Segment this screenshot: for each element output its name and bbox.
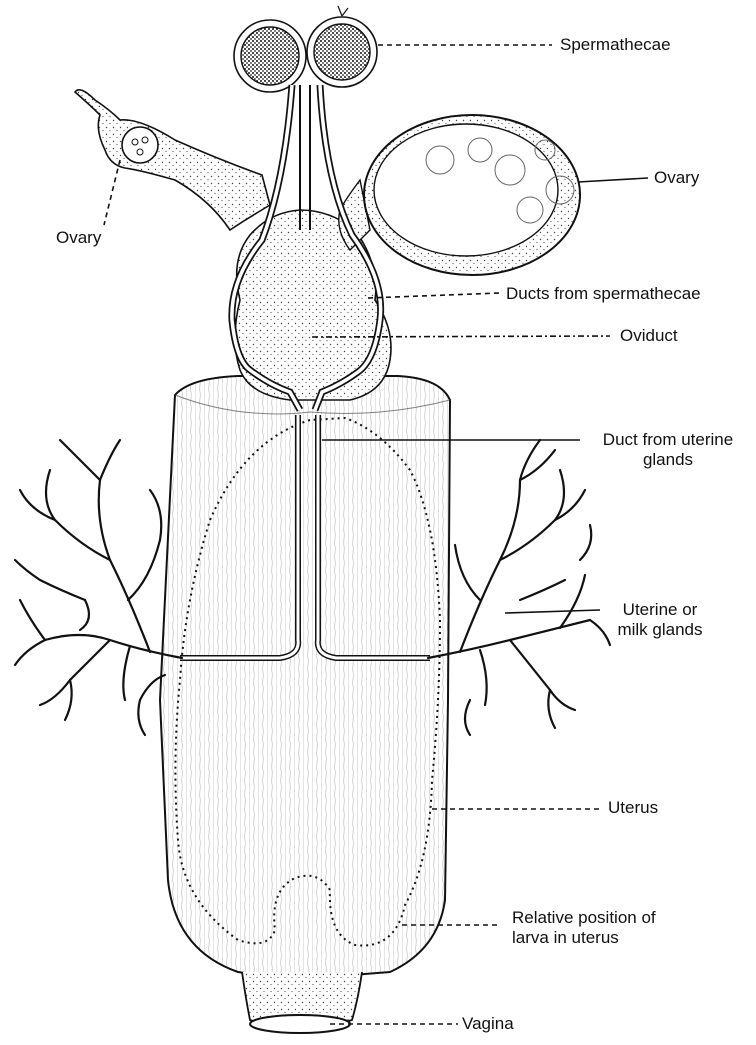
label-uterine-glands: Uterine or milk glands: [605, 600, 715, 640]
label-larva-position: Relative position of larva in uterus: [512, 908, 656, 948]
label-uterine-glands-line2: milk glands: [605, 620, 715, 640]
leader-ducts-spermathecae: [368, 293, 500, 298]
right-milk-glands: [428, 440, 610, 735]
spermathecae-shape: [234, 6, 377, 92]
right-ovary-shape: [339, 115, 580, 275]
label-larva-position-line2: larva in uterus: [512, 928, 656, 948]
label-larva-position-line1: Relative position of: [512, 908, 656, 928]
label-oviduct: Oviduct: [620, 326, 678, 346]
leader-uterine-glands: [505, 610, 600, 613]
label-ovary-left: Ovary: [56, 228, 101, 248]
label-duct-from-uterine-glands-line1: Duct from uterine: [586, 430, 750, 450]
leader-ovary-right: [578, 178, 648, 182]
label-duct-from-uterine-glands: Duct from uterine glands: [586, 430, 750, 470]
label-vagina: Vagina: [462, 1014, 514, 1034]
label-uterine-glands-line1: Uterine or: [605, 600, 715, 620]
leader-ovary-left: [104, 160, 120, 225]
oviduct-shape: [235, 210, 391, 400]
label-ovary-right: Ovary: [654, 168, 699, 188]
label-spermathecae: Spermathecae: [560, 35, 671, 55]
left-milk-glands: [15, 440, 182, 735]
left-ovary-shape: [75, 90, 270, 230]
leader-oviduct: [312, 336, 610, 337]
uterus-body: [160, 376, 450, 980]
label-duct-from-uterine-glands-line2: glands: [586, 450, 750, 470]
label-uterus: Uterus: [608, 798, 658, 818]
label-ducts-from-spermathecae: Ducts from spermathecae: [506, 284, 701, 304]
